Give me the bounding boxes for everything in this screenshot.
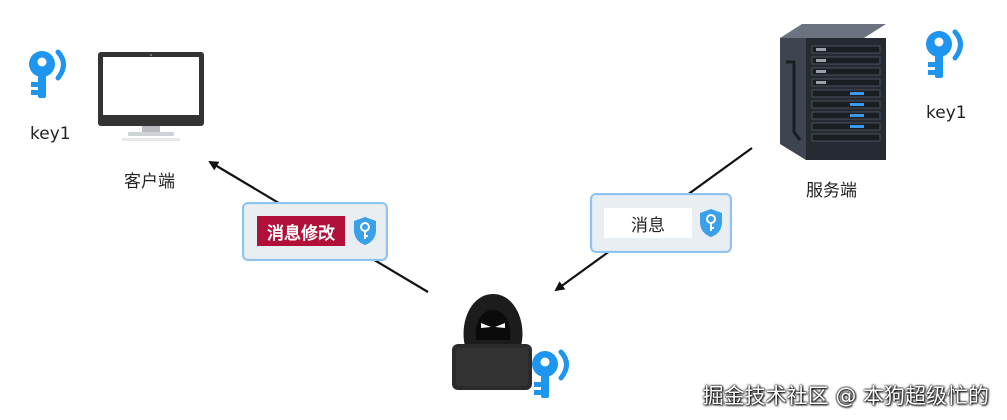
server-key-icon [926, 29, 963, 78]
computer-icon [98, 52, 204, 141]
shield-key-icon [354, 217, 376, 245]
modified-message-text: 消息修改 [257, 216, 345, 246]
original-message-text: 消息 [604, 208, 692, 238]
hacker-key-icon [532, 349, 569, 398]
original-message-box: 消息 [590, 193, 732, 253]
hacker-icon [452, 294, 532, 390]
server-icon [780, 24, 886, 160]
watermark: 掘金技术社区 @ 本狗超级忙的 [702, 384, 989, 408]
client-label: 客户端 [124, 172, 175, 192]
client-key-icon [29, 49, 66, 98]
shield-key-icon [700, 209, 722, 237]
server-label: 服务端 [806, 181, 857, 201]
server-key-label: key1 [926, 103, 967, 123]
client-key-label: key1 [30, 124, 71, 144]
modified-message-box: 消息修改 [242, 202, 388, 261]
